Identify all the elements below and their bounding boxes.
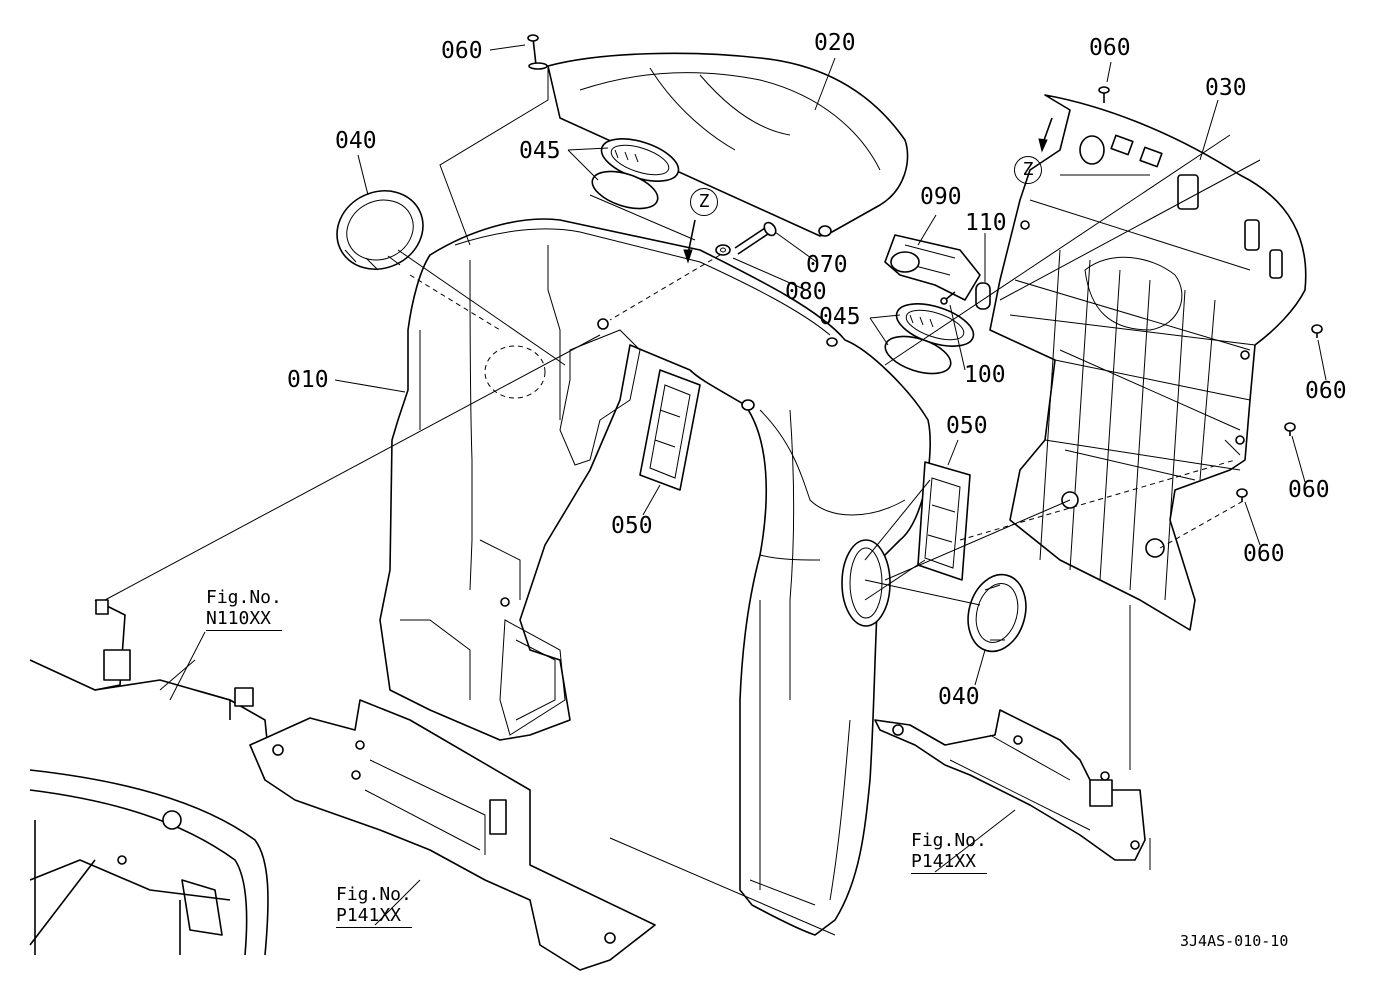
- label-060-top-left: 060: [441, 38, 483, 64]
- part-040-grommet-right: [967, 573, 1027, 653]
- view-mark-z-right: Z: [1014, 156, 1042, 184]
- figure-ref-p141xx-right[interactable]: Fig.No. P141XX: [911, 830, 987, 875]
- figure-ref-caption: Fig.No.: [206, 587, 282, 608]
- part-040-grommet-left: [336, 190, 424, 271]
- label-060-right-3: 060: [1243, 541, 1285, 567]
- figure-ref-number: N110XX: [206, 608, 282, 632]
- label-010: 010: [287, 367, 329, 393]
- part-080-washer: [715, 244, 731, 256]
- label-100: 100: [964, 362, 1006, 388]
- view-mark-z-left: Z: [690, 188, 718, 216]
- label-050-left: 050: [611, 513, 653, 539]
- figure-ref-caption: Fig.No.: [911, 830, 987, 851]
- part-050-vent-right: [917, 461, 971, 581]
- part-100-screw: [940, 291, 956, 305]
- part-030-right-cover: [989, 94, 1307, 631]
- figure-ref-number: P141XX: [911, 851, 987, 875]
- drawing-code: 3J4AS-010-10: [1180, 932, 1289, 950]
- label-040-right: 040: [938, 684, 980, 710]
- part-090-bracket: [884, 234, 981, 301]
- part-050-vent-left: [639, 369, 701, 491]
- label-030: 030: [1205, 75, 1247, 101]
- figure-ref-number: P141XX: [336, 905, 412, 929]
- base-frame-n110xx: [29, 599, 271, 956]
- part-010-main-frame: [379, 218, 931, 936]
- part-060-screws: [527, 34, 1323, 502]
- label-090: 090: [920, 184, 962, 210]
- label-040-left: 040: [335, 128, 377, 154]
- part-070-bolt: [734, 221, 777, 255]
- label-060-right-1: 060: [1305, 378, 1347, 404]
- figure-ref-caption: Fig.No.: [336, 884, 412, 905]
- part-045-right: [884, 303, 975, 375]
- label-020: 020: [814, 30, 856, 56]
- label-060-right-2: 060: [1288, 477, 1330, 503]
- part-045-left: [591, 138, 680, 210]
- leader-lines: [104, 44, 1327, 936]
- label-045-left: 045: [519, 138, 561, 164]
- label-060-top-right: 060: [1089, 35, 1131, 61]
- label-050-right: 050: [946, 413, 988, 439]
- figure-ref-n110xx[interactable]: Fig.No. N110XX: [206, 587, 282, 632]
- label-045-right: 045: [819, 304, 861, 330]
- bracket-p141xx-left: [249, 699, 656, 971]
- figure-ref-p141xx-left[interactable]: Fig.No. P141XX: [336, 884, 412, 929]
- bracket-p141xx-right: [874, 709, 1146, 861]
- part-020-upper-cover: [547, 52, 909, 237]
- label-080: 080: [785, 279, 827, 305]
- label-110: 110: [965, 210, 1007, 236]
- label-070: 070: [806, 252, 848, 278]
